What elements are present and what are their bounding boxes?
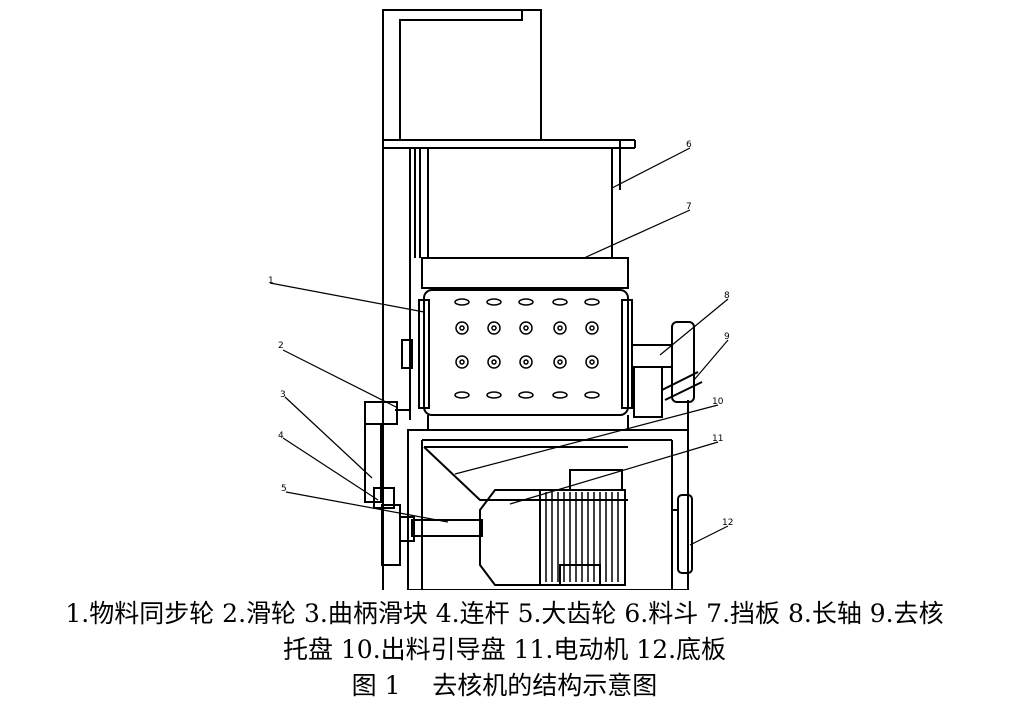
legend-line-1: 1.物料同步轮 2.滑轮 3.曲柄滑块 4.连杆 5.大齿轮 6.料斗 7.挡板… [65,599,944,628]
part-label-6: 6 [686,140,692,150]
machine-body [407,400,689,591]
part-label-12: 12 [722,518,733,528]
pitting-tray [661,321,703,403]
part-label-1: 1 [268,276,274,286]
part-label-7: 7 [686,202,692,212]
part-label-2: 2 [278,341,284,351]
machine-diagram: 1 2 3 4 5 6 7 8 9 10 11 12 [268,9,733,591]
shaft-bearing [401,339,413,369]
legend-line-2: 托盘 10.出料引导盘 11.电动机 12.底板 [282,635,727,664]
hopper [427,148,613,259]
part-label-8: 8 [724,291,730,301]
baffle [421,257,629,289]
discharge-guide-plate [423,446,628,501]
leader-lines [269,147,729,546]
part-label-5: 5 [281,484,287,494]
material-sync-wheel [418,289,633,416]
part-label-4: 4 [278,431,284,441]
pulley [364,401,410,425]
part-label-3: 3 [280,390,286,400]
top-frame [382,9,636,190]
part-labels: 1 2 3 4 5 6 7 8 9 10 11 12 [268,140,733,528]
figure-title: 图 1 去核机的结构示意图 [351,671,658,700]
base-plate [672,494,693,574]
part-label-10: 10 [712,397,724,407]
motor [479,469,626,586]
part-label-9: 9 [724,332,730,342]
long-shaft [631,344,673,418]
part-label-11: 11 [712,434,723,444]
